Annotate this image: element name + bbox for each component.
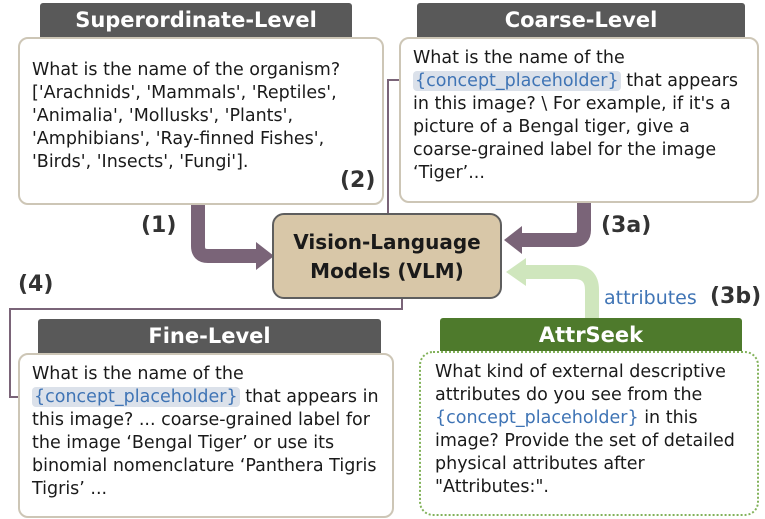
attrseek-concept-placeholder: {concept_placeholder} [435, 408, 639, 428]
superordinate-prompt-box: What is the name of the organism? ['Arac… [18, 37, 384, 205]
step-3b-label: (3b) [710, 284, 762, 309]
attrseek-header: AttrSeek [440, 318, 742, 352]
arrow-4 [9, 299, 403, 398]
coarse-text-after: that appears in this image? \ For exampl… [413, 71, 739, 183]
superordinate-prompt-text: What is the name of the organism? ['Arac… [32, 60, 341, 172]
step-2-label: (2) [340, 168, 376, 193]
fine-text-before: What is the name of the [32, 364, 244, 384]
vlm-line-1: Vision-Language [293, 230, 481, 254]
coarse-prompt-box: What is the name of the {concept_placeho… [399, 37, 759, 203]
vlm-line-2: Models (VLM) [310, 259, 464, 283]
fine-prompt-box: What is the name of the {concept_placeho… [18, 353, 394, 518]
coarse-concept-placeholder: {concept_placeholder} [413, 71, 621, 91]
arrow-1 [191, 205, 258, 263]
step-3a-label: (3a) [601, 213, 652, 238]
fine-text-after: that appears in this image? ... coarse-g… [32, 387, 379, 499]
coarse-text-before: What is the name of the [413, 48, 625, 68]
arrow-3b-head [506, 258, 526, 286]
arrow-3a [520, 203, 591, 247]
vlm-node: Vision-Language Models (VLM) [272, 213, 502, 299]
superordinate-header: Superordinate-Level [40, 3, 352, 37]
step-1-label: (1) [141, 213, 177, 238]
fine-header: Fine-Level [38, 319, 381, 353]
fine-concept-placeholder: {concept_placeholder} [32, 387, 240, 407]
attributes-label: attributes [604, 287, 697, 309]
attrseek-prompt-box: What kind of external descriptive attrib… [419, 351, 759, 516]
attrseek-text-after: in this image? Provide the set of detail… [435, 408, 735, 497]
arrow-3a-head [504, 226, 522, 254]
arrow-1-head [256, 242, 274, 270]
step-4-label: (4) [18, 272, 54, 297]
attrseek-text-before: What kind of external descriptive attrib… [435, 362, 726, 405]
arrow-3b [524, 265, 599, 318]
coarse-header: Coarse-Level [417, 3, 745, 37]
arrow-2 [387, 79, 400, 213]
